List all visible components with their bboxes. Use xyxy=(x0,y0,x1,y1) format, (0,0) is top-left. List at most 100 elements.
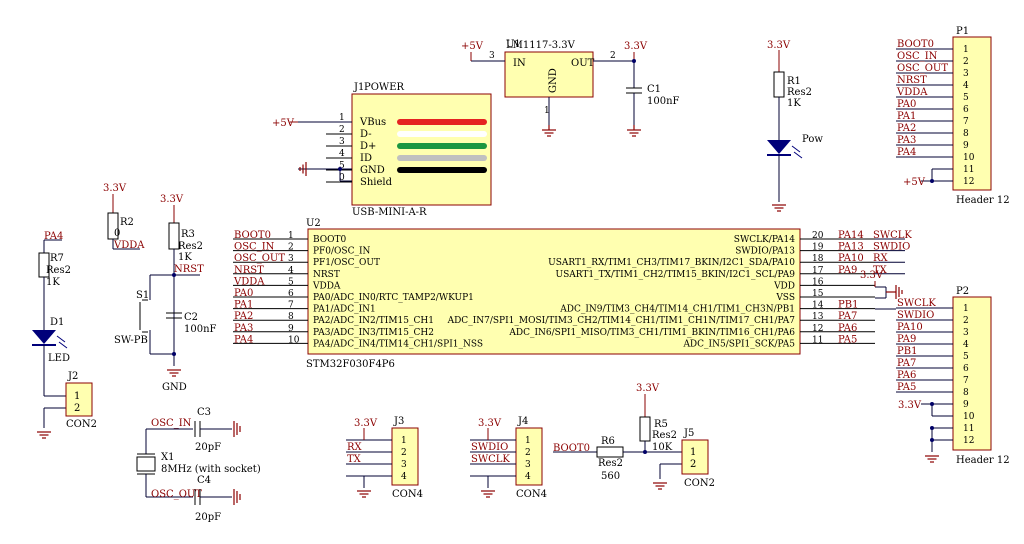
u2-pin-name-3: PF1/OSC_OUT xyxy=(313,258,380,268)
p2-pin-7: 7 xyxy=(963,376,969,386)
u2-pin-name-13: ADC_IN7/SPI1_MOSI/TIM3_CH2/TIM14_CH1/TIM… xyxy=(447,316,796,326)
r5-resistor[interactable] xyxy=(639,416,651,442)
c1-val: 100nF xyxy=(647,96,680,107)
u2-part: STM32F030F4P6 xyxy=(306,359,395,370)
j5-pin-1: 1 xyxy=(690,447,696,458)
gnd-icon xyxy=(541,129,557,137)
u2-alias-18: RX xyxy=(873,253,889,264)
u2-net-10: PA4 xyxy=(234,334,253,345)
c3-val: 20pF xyxy=(195,442,221,453)
u1-pin-gnd: 1 xyxy=(544,106,550,116)
p2-header[interactable] xyxy=(952,296,992,451)
u2-pin-12: 12 xyxy=(812,324,823,334)
gnd-icon xyxy=(771,204,787,212)
j5-connector[interactable] xyxy=(681,439,709,475)
j1-pin-name-1: VBus xyxy=(359,117,386,128)
p2-footer: Header 12 xyxy=(956,455,1010,466)
u2-net-5: VDDA xyxy=(233,276,265,287)
d1-ref: D1 xyxy=(50,317,64,328)
r7-ref: R7 xyxy=(50,253,64,264)
r6-val: 560 xyxy=(601,471,620,482)
r5-ref: R5 xyxy=(654,419,668,430)
p2-pin-4: 4 xyxy=(963,340,969,350)
j1-footer: USB-MINI-A-R xyxy=(352,207,427,218)
p1-net-7: PA1 xyxy=(897,111,916,122)
u2-net-20: PA14 xyxy=(838,230,864,241)
j4-pin-3: 3 xyxy=(525,460,531,470)
j4-net-1: 3.3V xyxy=(478,418,502,429)
r5-val: 10K xyxy=(652,442,673,453)
u2-pin-19: 19 xyxy=(812,243,824,253)
j4-net-2: SWDIO xyxy=(471,442,508,453)
pow-label: Pow xyxy=(802,134,823,145)
r6-resistor[interactable] xyxy=(596,446,624,458)
r1-part: Res2 xyxy=(787,87,812,98)
p1-net-4: NRST xyxy=(897,75,927,86)
x1-val: 8MHz (with socket) xyxy=(161,464,261,475)
u2-pin-name-5: VDDA xyxy=(312,281,341,291)
u2-pin-name-8: PA2/ADC_IN2/TIM15_CH1 xyxy=(313,316,434,326)
j3-pin-3: 3 xyxy=(401,460,407,470)
u2-pin-15: 15 xyxy=(812,289,824,299)
j5-part: CON2 xyxy=(684,478,715,489)
u2-net-9: PA3 xyxy=(234,323,253,334)
p1-pin-1: 1 xyxy=(963,45,969,55)
gnd-icon xyxy=(166,369,182,377)
u2-pin-2: 2 xyxy=(288,243,294,253)
r2-val: 0 xyxy=(114,228,120,239)
p2-net-3: PA10 xyxy=(897,322,923,333)
p1-footer: Header 12 xyxy=(956,195,1010,206)
p2-ref: P2 xyxy=(956,286,969,297)
p1-header[interactable] xyxy=(952,36,992,191)
u1-in-label: IN xyxy=(513,58,526,69)
r6-net: BOOT0 xyxy=(553,443,590,454)
j4-net-3: SWCLK xyxy=(471,454,510,465)
j3-connector[interactable] xyxy=(391,427,419,486)
d1-led-icon xyxy=(32,330,56,344)
u2-pin-10: 10 xyxy=(288,335,300,345)
j1-pin-4: 4 xyxy=(339,149,345,159)
r7-val: 1K xyxy=(46,277,60,288)
u1-regulator[interactable]: U1 LM1117-3.3V IN OUT GND xyxy=(504,39,595,98)
gnd-icon xyxy=(480,490,496,498)
u1-gnd-label: GND xyxy=(548,68,559,93)
j5-pin-2: 2 xyxy=(690,459,696,470)
r2-ref: R2 xyxy=(120,217,134,228)
j2-connector[interactable] xyxy=(65,382,93,417)
u2-pin-9: 9 xyxy=(288,324,294,334)
p1-pin-5: 5 xyxy=(963,93,969,103)
j1-pin-1: 1 xyxy=(339,113,345,123)
u2-net-13: PA7 xyxy=(838,311,857,322)
u2-net-3: OSC_OUT xyxy=(234,253,285,264)
r7-net: PA4 xyxy=(44,231,63,242)
u2-mcu[interactable] xyxy=(307,228,801,355)
u2-pin-name-17: USART1_TX/TIM1_CH2/TIM15_BKIN/I2C1_SCL/P… xyxy=(556,270,796,280)
u2-pin-17: 17 xyxy=(812,266,824,276)
j2-part: CON2 xyxy=(66,419,97,430)
j1-pin-name-5: GND xyxy=(360,165,385,176)
p2-pin-10: 10 xyxy=(963,412,975,422)
x1-crystal[interactable] xyxy=(136,456,156,472)
u1-pin-out: 2 xyxy=(610,51,616,61)
gnd-icon xyxy=(652,482,668,490)
r3-net: NRST xyxy=(174,264,204,275)
u2-alias-17: TX xyxy=(873,265,888,276)
j4-connector[interactable] xyxy=(515,427,543,486)
gnd-icon xyxy=(36,431,52,439)
j1-usb-connector[interactable] xyxy=(351,93,492,206)
u2-pin-4: 4 xyxy=(288,266,294,276)
p1-pin-9: 9 xyxy=(963,141,969,151)
r1-ref: R1 xyxy=(787,76,801,87)
u2-pin-16: 16 xyxy=(812,277,824,287)
u2-alias-20: SWCLK xyxy=(873,230,912,241)
j2-pin-2: 2 xyxy=(74,403,80,414)
p1-pin-7: 7 xyxy=(963,117,969,127)
j4-ref: J4 xyxy=(517,416,528,427)
p1-pin-12: 12 xyxy=(963,177,974,187)
r5-net: 3.3V xyxy=(636,383,660,394)
r1-resistor[interactable] xyxy=(773,71,785,98)
r3-net-top: 3.3V xyxy=(160,194,184,205)
j1-pin-name-0: Shield xyxy=(360,177,393,188)
r2-net-top: 3.3V xyxy=(103,183,127,194)
